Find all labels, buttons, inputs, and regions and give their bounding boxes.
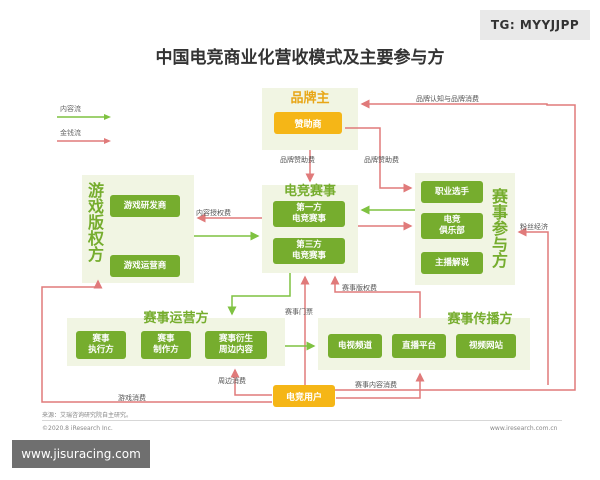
executor-box: 赛事 执行方 <box>76 331 126 359</box>
edge-label-event-rights-fee: 赛事版权费 <box>342 284 377 292</box>
legend-content-flow-label: 内容流 <box>60 105 81 113</box>
operators-heading: 赛事运营方 <box>143 311 209 326</box>
page-title: 中国电竞商业化营收模式及主要参与方 <box>155 48 445 68</box>
user-box: 电竞用户 <box>273 385 335 407</box>
edge-label-game-consumption: 游戏消费 <box>118 394 146 402</box>
edge-label-content-license-fee: 内容授权费 <box>196 209 231 217</box>
edge-fan-economy <box>517 227 549 385</box>
edge-brand-recognition <box>335 99 576 391</box>
licensors-heading: 游戏版权方 <box>85 182 104 262</box>
live-box: 直播平台 <box>392 334 446 358</box>
participants-heading: 赛事参与方 <box>489 188 508 268</box>
legend-money-flow-label: 金钱流 <box>60 129 81 137</box>
watermark-top: TG: MYYJJPP <box>480 10 590 40</box>
legend-content-flow-arrow <box>57 114 111 120</box>
club-box: 电竞 俱乐部 <box>421 213 483 239</box>
edge-game-consumption <box>41 279 272 403</box>
edge-event-rights-fee <box>330 275 421 318</box>
video-box: 视频网站 <box>456 334 516 358</box>
footer-copyright: ©2020.8 iResearch Inc. <box>42 425 113 432</box>
footer-source: 来源：艾瑞咨询研究院自主研究。 <box>42 412 133 419</box>
broadcast-heading: 赛事传播方 <box>447 312 513 327</box>
edge-label-event-content-consumption: 赛事内容消费 <box>355 381 397 389</box>
edge-label-event-ticket: 赛事门票 <box>285 308 313 316</box>
edge-event-content-consumption <box>336 372 425 399</box>
watermark-bottom: www.jisuracing.com <box>12 440 150 468</box>
developer-box: 游戏研发商 <box>110 195 180 217</box>
edge-label-fan-economy: 粉丝经济 <box>520 223 548 231</box>
edge-esports-operators <box>227 273 291 316</box>
producer-box: 赛事 制作方 <box>141 331 191 359</box>
edge-brand-sponsor-fee-2 <box>345 127 413 193</box>
tv-box: 电视频道 <box>328 334 382 358</box>
pro-player-box: 职业选手 <box>421 181 483 203</box>
caster-box: 主播解说 <box>421 252 483 274</box>
brand-heading: 品牌主 <box>290 91 330 106</box>
legend-money-flow-arrow <box>57 138 111 144</box>
footer-divider <box>42 420 562 421</box>
third-party-box: 第三方 电竞赛事 <box>273 238 345 264</box>
edge-label-brand-sponsor-fee-1: 品牌赞助费 <box>280 156 315 164</box>
first-party-box: 第一方 电竞赛事 <box>273 201 345 227</box>
edge-label-brand-recognition: 品牌认知与品牌消费 <box>416 95 479 103</box>
esports-heading: 电竞赛事 <box>283 184 336 199</box>
edge-label-merch-consumption: 周边消费 <box>218 377 246 385</box>
edge-label-brand-sponsor-fee-2: 品牌赞助费 <box>364 156 399 164</box>
footer-site: www.iresearch.com.cn <box>490 425 558 432</box>
game-operator-box: 游戏运营商 <box>110 255 180 277</box>
edge-merch-consumption <box>230 368 272 396</box>
sponsor-box: 赞助商 <box>274 112 342 134</box>
derivative-box: 赛事衍生 周边内容 <box>205 331 267 359</box>
